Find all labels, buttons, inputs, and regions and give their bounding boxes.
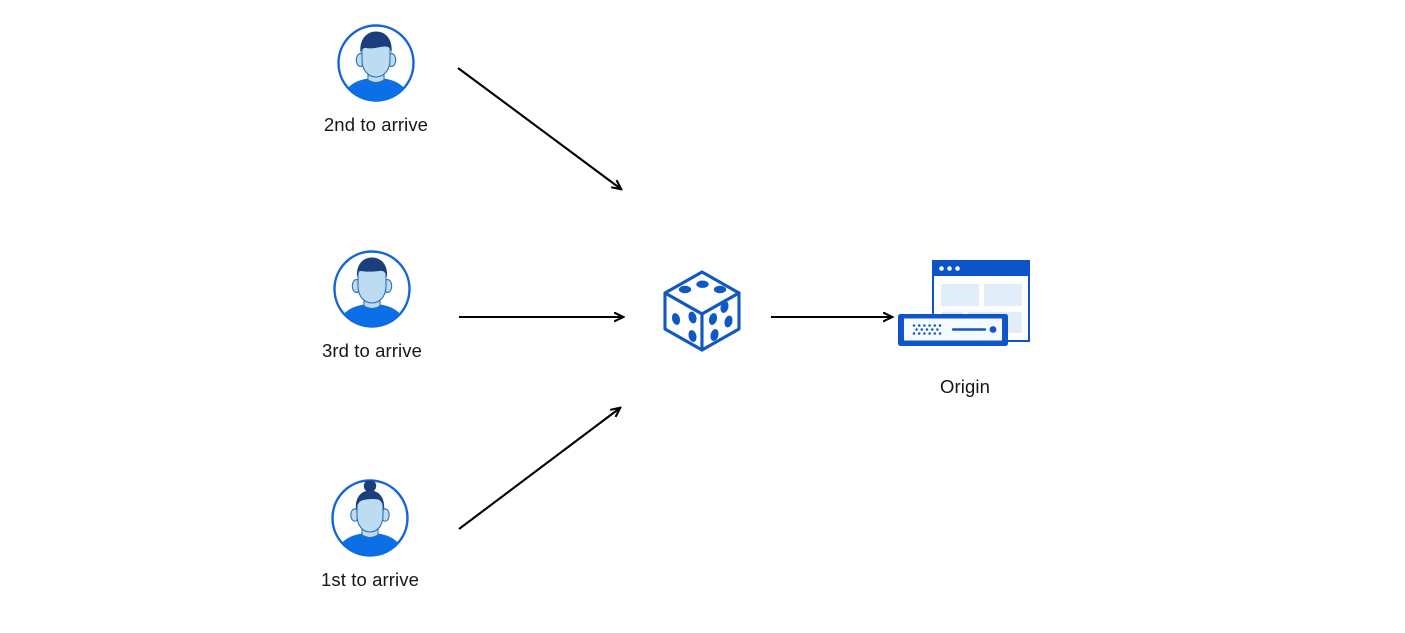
origin-server-icon bbox=[898, 260, 1030, 346]
node-label: 1st to arrive bbox=[321, 569, 419, 590]
user-avatar-icon bbox=[333, 250, 411, 328]
node-label: Origin bbox=[940, 376, 990, 397]
server-appliance-icon bbox=[898, 314, 1008, 346]
node-visitor-2nd[interactable]: 2nd to arrive bbox=[306, 22, 446, 136]
node-visitor-3rd[interactable]: 3rd to arrive bbox=[302, 248, 442, 362]
node-label: 3rd to arrive bbox=[321, 340, 422, 361]
user-avatar-icon bbox=[331, 479, 409, 557]
connector-visitor-2-to-dice bbox=[457, 67, 621, 189]
connector-visitor-1-to-dice bbox=[458, 408, 620, 530]
dice-icon bbox=[663, 270, 741, 352]
node-visitor-1st[interactable]: 1st to arrive bbox=[300, 477, 440, 591]
user-avatar-icon bbox=[337, 24, 415, 102]
node-dice[interactable] bbox=[652, 262, 752, 360]
node-label: 2nd to arrive bbox=[323, 114, 429, 135]
node-origin[interactable]: Origin bbox=[890, 252, 1040, 398]
